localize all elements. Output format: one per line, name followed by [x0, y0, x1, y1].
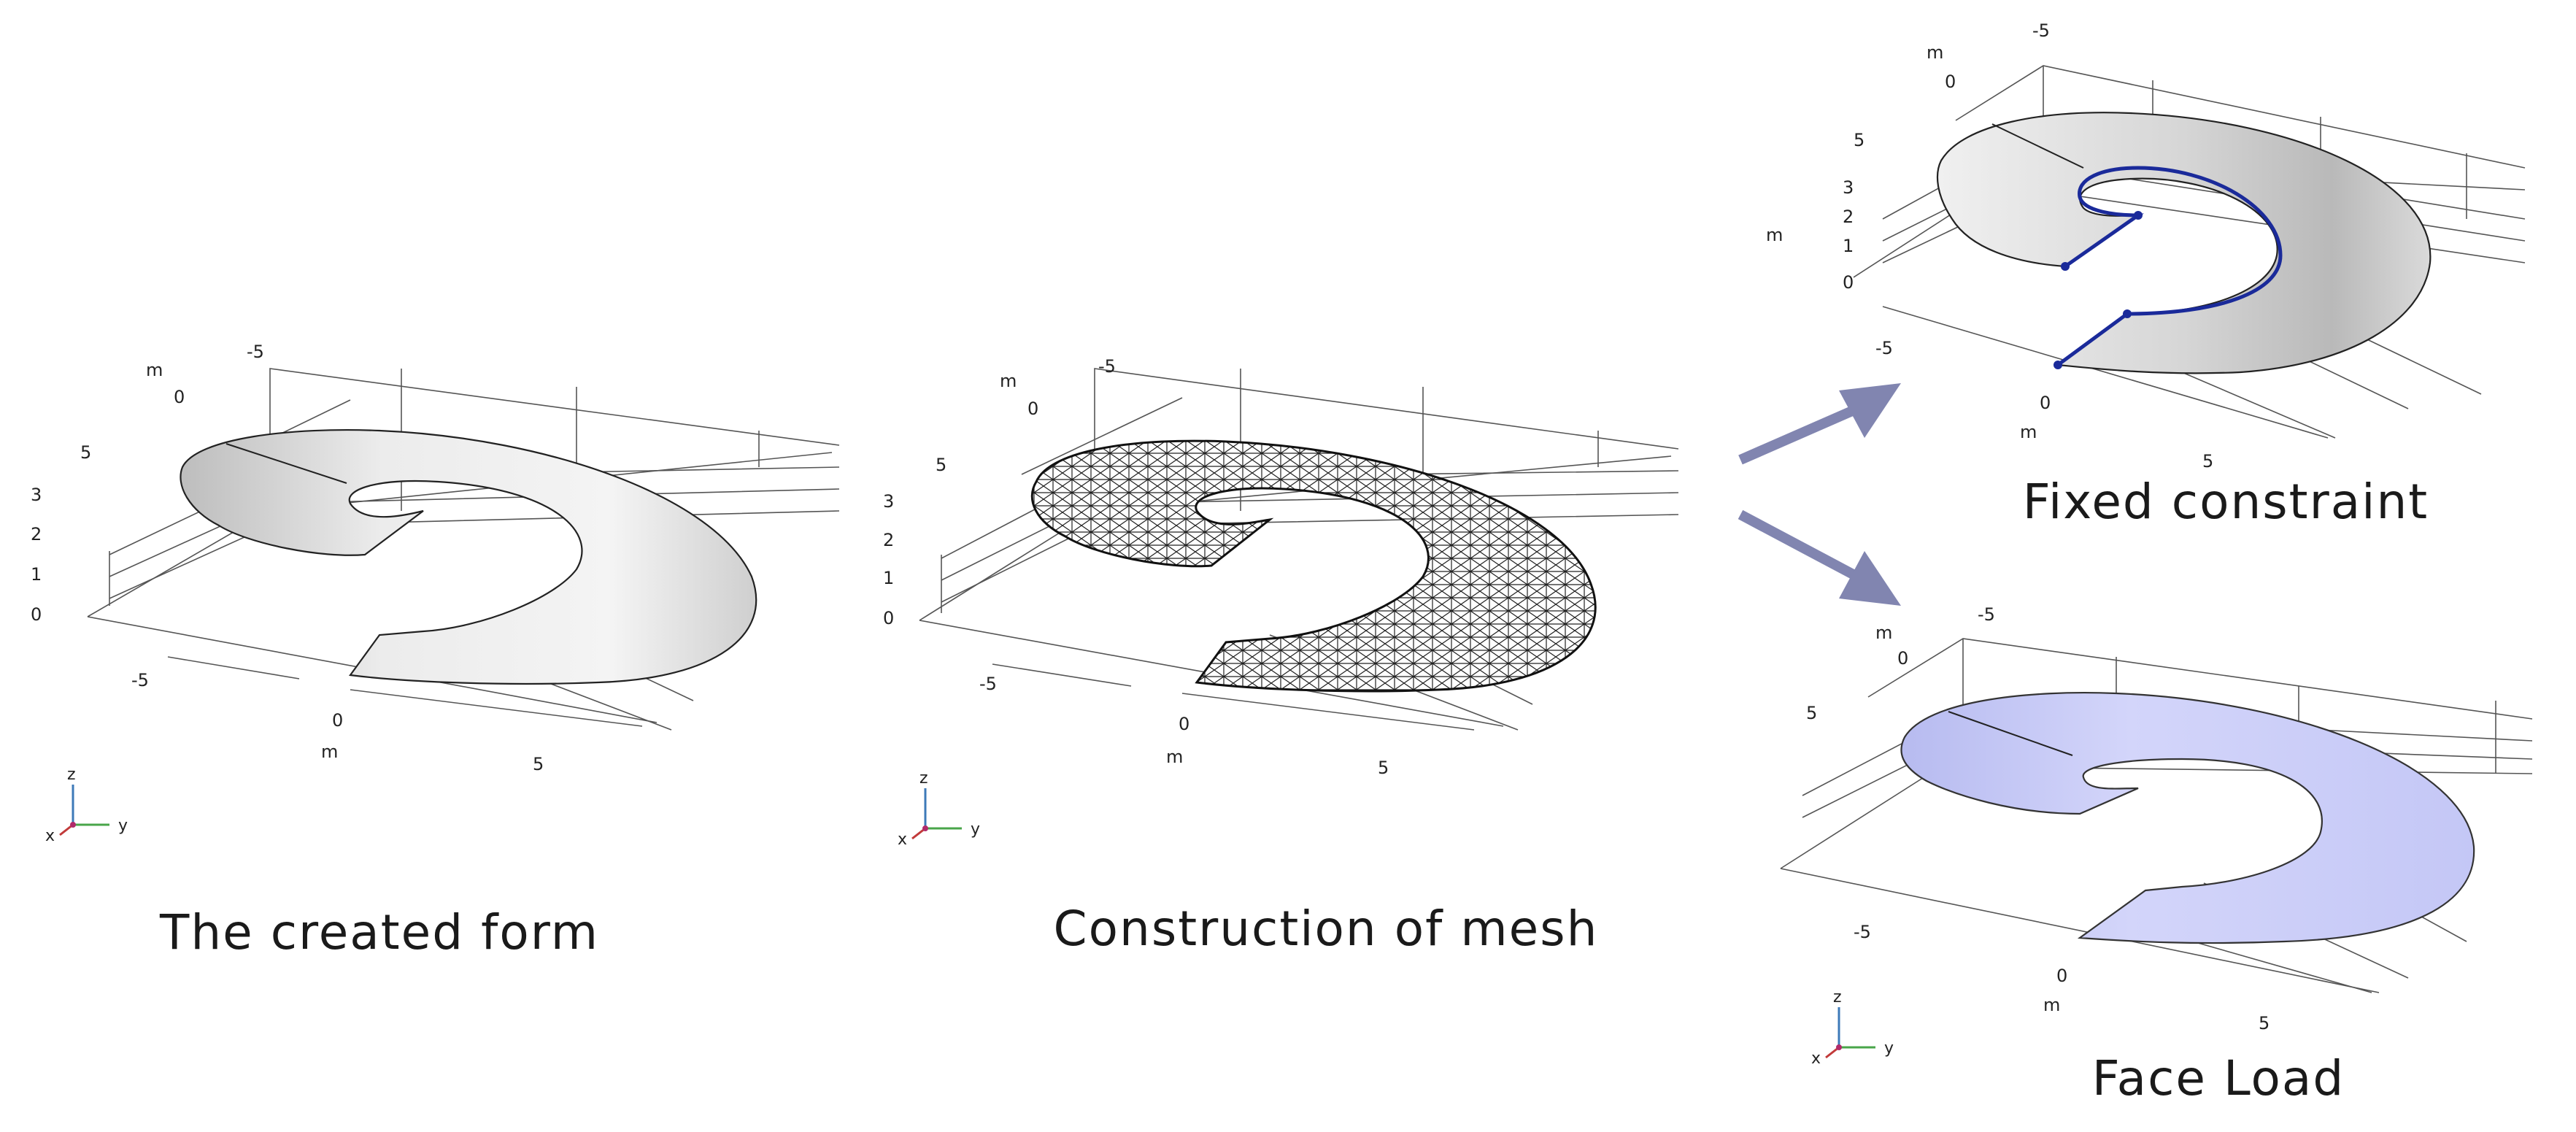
- bottom-tick-1: -5: [979, 674, 997, 694]
- unit-label-bottom: m: [1166, 747, 1183, 767]
- fixed-constraint-edge: [2056, 166, 2283, 367]
- arrow-up-right: [1738, 383, 1901, 465]
- bottom-tick-2: 0: [2056, 966, 2067, 986]
- z-tick-1: 3: [1843, 177, 1854, 198]
- z-tick-1: 3: [31, 485, 42, 505]
- top-tick-1: -5: [1978, 604, 1995, 625]
- caption-fixed-constraint: Fixed constraint: [2023, 474, 2429, 530]
- top-tick-3: 5: [80, 442, 91, 463]
- top-tick-1: -5: [247, 342, 264, 362]
- triad-x-label: x: [898, 831, 907, 849]
- shape-seam: [225, 443, 347, 484]
- load-body: [1900, 691, 2475, 944]
- top-tick-1: -5: [2032, 20, 2050, 41]
- top-tick-2: 0: [174, 387, 185, 407]
- triad-y-label: y: [971, 820, 980, 839]
- z-tick-2: 2: [1843, 207, 1854, 227]
- unit-label-top: m: [146, 360, 163, 380]
- constraint-body: [1936, 112, 2432, 374]
- bottom-tick-1: -5: [1854, 922, 1871, 942]
- z-tick-3: 1: [1843, 236, 1854, 256]
- triad-y-label: y: [118, 817, 128, 835]
- bottom-tick-3: 5: [1378, 758, 1389, 778]
- z-tick-4: 0: [883, 608, 894, 628]
- panel-mesh: m -5 0 5 3 2 1 0 -5 0 5 m z y x Construc…: [883, 356, 1679, 957]
- bottom-tick-3: 5: [2202, 451, 2213, 471]
- caption-face-load: Face Load: [2092, 1050, 2345, 1106]
- panel-fixed-constraint: m -5 0 5 3 2 1 0 m -5 0 5 m Fixed constr…: [1766, 20, 2526, 530]
- triad-z-label: z: [919, 769, 928, 788]
- triad-x-label: x: [1811, 1050, 1821, 1068]
- triad-y-label: y: [1884, 1039, 1894, 1058]
- unit-label-top: m: [1000, 371, 1017, 391]
- axis-triad: z y x: [45, 766, 128, 845]
- mesh-body: [1030, 439, 1597, 693]
- shape-body: [180, 428, 757, 685]
- load-seam: [1948, 711, 2073, 756]
- flow-arrows: [1738, 383, 1901, 606]
- top-tick-3: 5: [936, 455, 946, 475]
- bottom-tick-3: 5: [533, 754, 544, 774]
- panel-face-load: m -5 0 5 -5 0 5 m z y x Face Load: [1780, 604, 2533, 1106]
- top-tick-2: 0: [1897, 648, 1908, 669]
- unit-label-top: m: [1875, 623, 1892, 643]
- z-tick-3: 1: [31, 564, 42, 585]
- z-tick-4: 0: [1843, 272, 1854, 293]
- z-tick-4: 0: [31, 604, 42, 625]
- top-tick-2: 0: [1945, 72, 1956, 92]
- axis-triad: z y x: [898, 769, 980, 849]
- top-tick-1: -5: [1098, 356, 1116, 377]
- triad-x-label: x: [45, 827, 55, 845]
- unit-label-bottom: m: [321, 742, 338, 762]
- unit-label-bottom: m: [2043, 995, 2060, 1015]
- triad-z-label: z: [67, 766, 76, 784]
- z-tick-1: 3: [883, 491, 894, 512]
- triad-z-label: z: [1833, 988, 1842, 1006]
- axis-triad: z y x: [1811, 988, 1894, 1068]
- caption-mesh: Construction of mesh: [1054, 901, 1599, 957]
- arrow-down-right: [1738, 509, 1901, 606]
- bottom-tick-1: -5: [131, 670, 149, 690]
- bottom-tick-2: 0: [1179, 714, 1189, 734]
- bottom-tick-1: -5: [1875, 338, 1893, 358]
- caption-created-form: The created form: [159, 904, 599, 960]
- top-tick-3: 5: [1806, 703, 1817, 723]
- panel-created-form: m -5 0 5 3 2 1 0 -5 0 5 m z y x The crea…: [31, 342, 840, 960]
- z-tick-2: 2: [31, 524, 42, 544]
- unit-label-side: m: [1766, 225, 1783, 245]
- bottom-tick-3: 5: [2259, 1013, 2270, 1033]
- bottom-tick-2: 0: [332, 710, 343, 731]
- top-tick-3: 5: [1854, 130, 1864, 150]
- z-tick-2: 2: [883, 530, 894, 550]
- unit-label-bottom: m: [2020, 422, 2037, 442]
- top-tick-2: 0: [1027, 398, 1038, 419]
- unit-label-top: m: [1927, 42, 1943, 63]
- z-tick-3: 1: [883, 568, 894, 588]
- constraint-seam: [1991, 123, 2084, 169]
- bottom-tick-2: 0: [2040, 393, 2051, 413]
